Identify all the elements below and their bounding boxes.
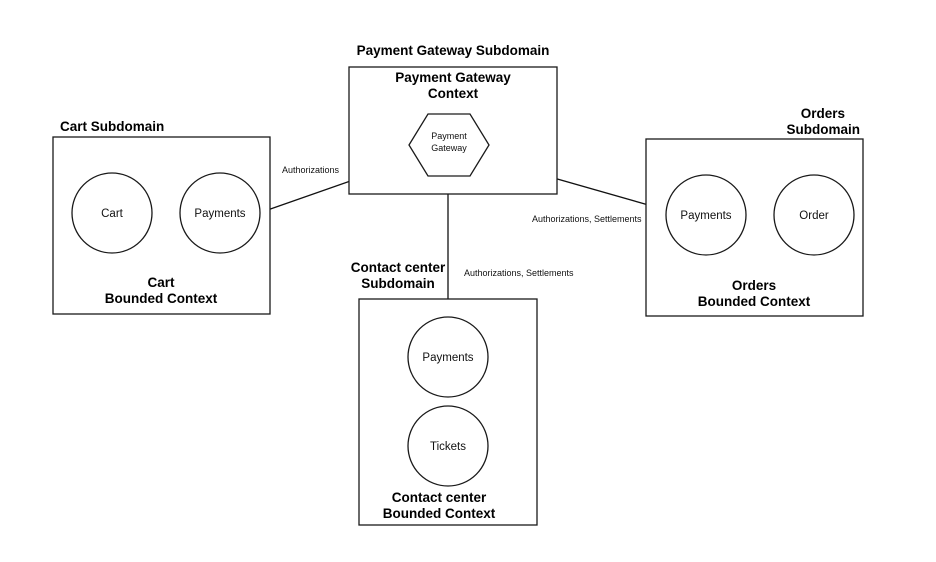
edge-label-orders-to-gateway: Authorizations, Settlements — [532, 214, 642, 224]
cart-context-title-line2: Bounded Context — [105, 291, 218, 306]
payment-gateway-context-title-line1: Payment Gateway — [395, 70, 511, 85]
edge-label-cart-to-gateway: Authorizations — [282, 165, 340, 175]
cart-node-label: Cart — [101, 208, 124, 220]
tickets-node-label: Tickets — [430, 441, 466, 453]
cart-payments-node-label: Payments — [194, 208, 245, 220]
orders-context-title-line1: Orders — [732, 278, 776, 293]
subdomain-title-orders-line1: Orders — [801, 106, 845, 121]
subdomain-title-contact-line1: Contact center — [351, 260, 446, 275]
contact-payments-node-label: Payments — [422, 352, 473, 364]
tickets-node — [407, 405, 489, 487]
orders-payments-node — [665, 174, 747, 256]
payment-gateway-context-title-line2: Context — [428, 86, 479, 101]
cart-payments-node — [179, 172, 261, 254]
edge-label-contact-to-gateway: Authorizations, Settlements — [464, 268, 574, 278]
order-node-label: Order — [799, 210, 829, 222]
order-node — [773, 174, 855, 256]
subdomain-title-orders-line2: Subdomain — [787, 122, 861, 137]
subdomain-title-contact-line2: Subdomain — [361, 276, 435, 291]
cart-context-title-line1: Cart — [147, 275, 175, 290]
payment-gateway-node-label-line1: Payment — [431, 131, 467, 141]
subdomain-title-cart: Cart Subdomain — [60, 119, 164, 134]
contact-payments-node — [407, 316, 489, 398]
payment-gateway-hexagon — [408, 113, 490, 177]
contact-context-title-line2: Bounded Context — [383, 506, 496, 521]
payment-gateway-node-label-line2: Gateway — [431, 143, 467, 153]
subdomain-title-payment-gateway: Payment Gateway Subdomain — [357, 43, 550, 58]
contact-context-title-line1: Contact center — [392, 490, 487, 505]
cart-node — [71, 172, 153, 254]
orders-context-title-line2: Bounded Context — [698, 294, 811, 309]
orders-payments-node-label: Payments — [680, 210, 731, 222]
